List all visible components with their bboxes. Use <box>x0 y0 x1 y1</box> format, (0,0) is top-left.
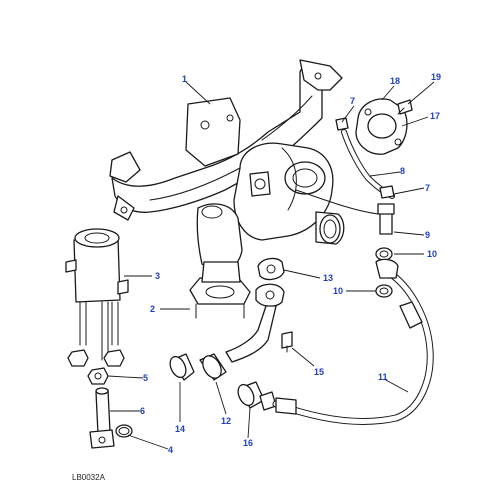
oil-feed-hose <box>272 268 434 425</box>
bolt-15 <box>281 331 293 353</box>
callout-5: 5 <box>143 373 148 383</box>
callout-9: 9 <box>425 230 430 240</box>
banjo-fittings <box>375 203 399 298</box>
callout-11: 11 <box>378 372 388 382</box>
callout-15: 15 <box>314 367 324 377</box>
vacuum-hose <box>295 117 395 215</box>
exhaust-manifold <box>109 59 343 221</box>
adaptor-14 <box>169 353 195 381</box>
callout-16: 16 <box>243 438 253 448</box>
diagram-reference: LB0032A <box>72 473 106 482</box>
callouts: 1 2 3 4 5 6 7 7 8 9 10 10 11 12 13 14 15… <box>140 72 441 455</box>
nuts <box>67 349 125 385</box>
callout-18: 18 <box>390 76 400 86</box>
adaptor-16 <box>237 381 277 411</box>
callout-19: 19 <box>431 72 441 82</box>
callout-2: 2 <box>150 304 155 314</box>
callout-4: 4 <box>168 445 173 455</box>
callout-3: 3 <box>155 271 160 281</box>
callout-7-upper: 7 <box>350 96 355 106</box>
callout-13: 13 <box>323 273 333 283</box>
callout-14: 14 <box>175 424 185 434</box>
downpipe-flange <box>189 261 251 319</box>
stud-pillar <box>89 387 133 449</box>
callout-1: 1 <box>182 74 187 84</box>
callout-17: 17 <box>430 111 440 121</box>
callout-7-lower: 7 <box>425 183 430 193</box>
turbocharger <box>196 142 345 273</box>
callout-8: 8 <box>400 166 405 176</box>
callout-12: 12 <box>221 416 231 426</box>
oil-drain-pipe <box>199 305 277 381</box>
turbo-spacer <box>65 228 129 361</box>
cover-plate <box>355 98 413 155</box>
callout-6: 6 <box>140 406 145 416</box>
leader-lines <box>107 81 435 450</box>
callout-10-right: 10 <box>427 249 437 259</box>
callout-10-left: 10 <box>333 286 343 296</box>
oil-drain-gasket <box>255 257 285 307</box>
